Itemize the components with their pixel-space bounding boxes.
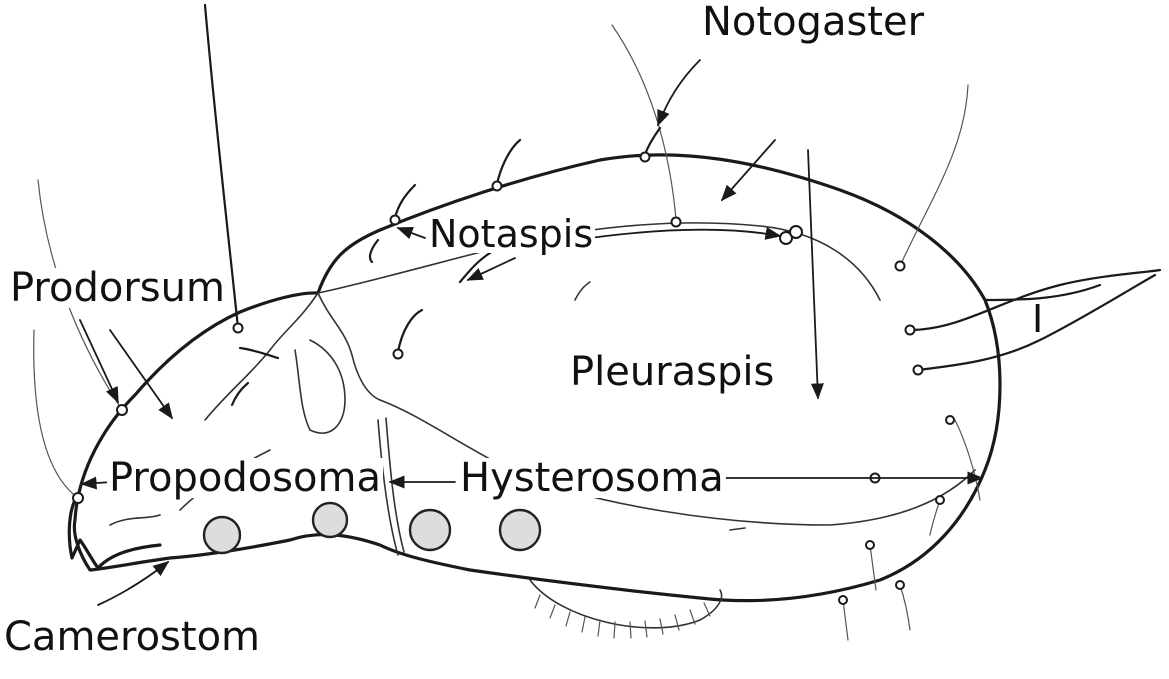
pointer-notaspis-1 xyxy=(398,228,425,238)
label-notaspis: Notaspis xyxy=(427,215,595,253)
seta-short-6 xyxy=(240,348,278,358)
seta-short-7 xyxy=(232,383,248,405)
seta-short-12 xyxy=(930,500,940,535)
body-mark-2 xyxy=(730,528,745,530)
body-mark-1 xyxy=(575,282,590,300)
ventral-fringe xyxy=(530,580,722,628)
pointer-notaspis-2 xyxy=(590,230,780,238)
ventral-fringe-hairs xyxy=(535,595,710,638)
label-propodosoma: Propodosoma xyxy=(107,458,383,498)
pointer-notogaster-2 xyxy=(722,140,775,200)
label-hysterosoma: Hysterosoma xyxy=(458,458,726,498)
seta-short-2 xyxy=(395,185,415,218)
seta-short-1 xyxy=(497,140,520,184)
leg-3 xyxy=(410,510,450,550)
seta-short-4 xyxy=(398,310,422,352)
seta-short-3 xyxy=(645,128,660,155)
seta-left-lower xyxy=(34,330,78,498)
seta-short-8 xyxy=(370,240,378,262)
sejugal-furrow-inner xyxy=(386,418,404,552)
label-camerostom: Camerostom xyxy=(2,617,262,657)
label-roman-numeral: I xyxy=(1030,300,1045,338)
leg-4 xyxy=(500,510,540,550)
label-prodorsum: Prodorsum xyxy=(8,268,227,308)
leg-2 xyxy=(313,503,347,537)
dorsosejugal-line xyxy=(318,293,380,400)
pointer-notaspis-3 xyxy=(468,258,515,280)
label-pleuraspis: Pleuraspis xyxy=(568,352,776,392)
leg-1 xyxy=(204,517,240,553)
propodosoma-structure-1 xyxy=(295,340,345,433)
pointer-notogaster-1 xyxy=(658,60,700,125)
seta-short-10 xyxy=(843,600,848,640)
seta-right-long xyxy=(900,85,968,266)
propodosoma-structure-3 xyxy=(110,515,160,525)
label-notogaster: Notogaster xyxy=(700,2,926,42)
pointer-notogaster-3 xyxy=(808,150,818,398)
seta-notogaster-long xyxy=(612,25,676,220)
seta-short-11 xyxy=(900,585,910,630)
